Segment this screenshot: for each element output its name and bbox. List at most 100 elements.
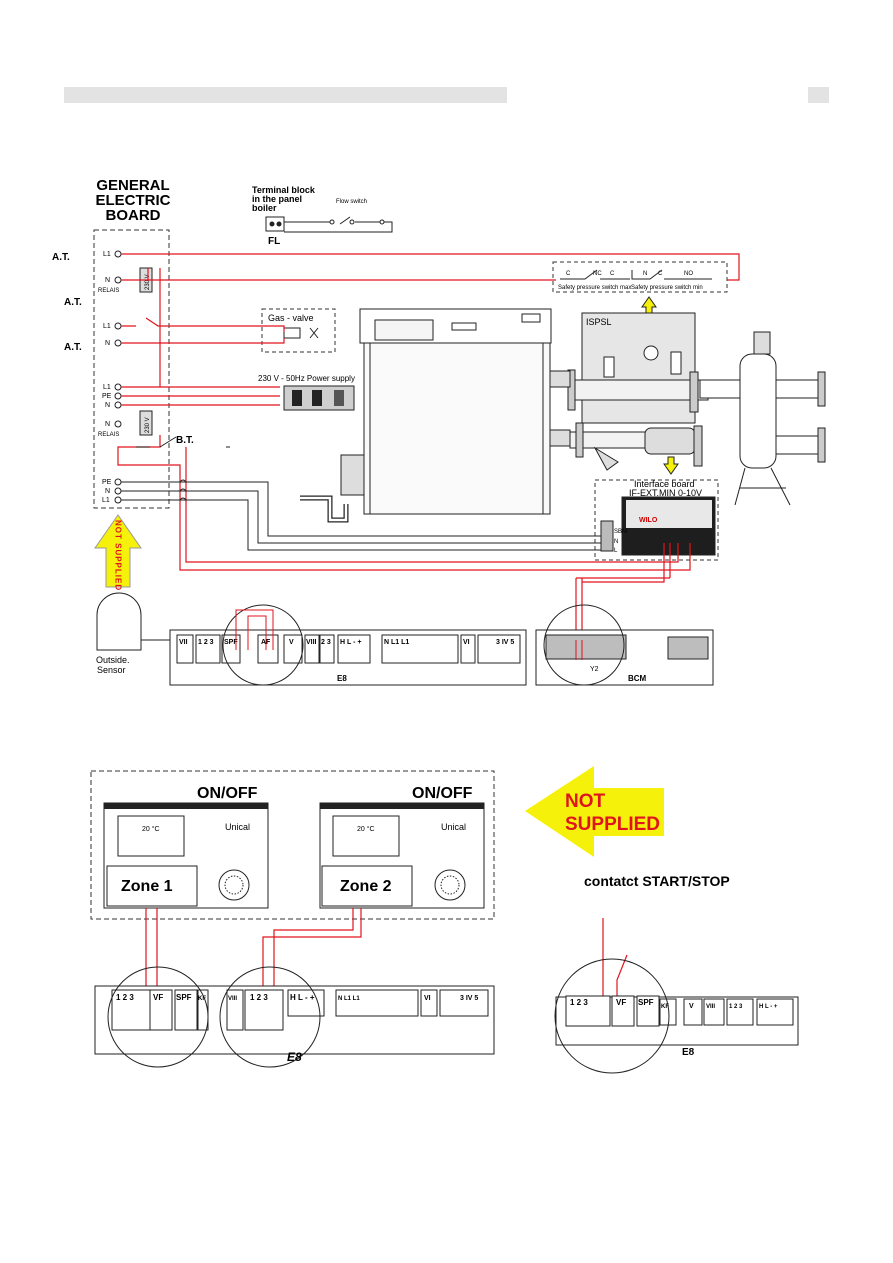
interface-box [594, 479, 719, 561]
not-supplied-vertical-text: NOT SUPPLIED [114, 520, 123, 591]
not-supplied-vertical-arrow: NOT SUPPLIED [94, 514, 142, 591]
e8-bl-block-label: 1 2 3 [250, 993, 268, 1002]
e8-bottom-left-strip: 1 2 3 VF SPF KF VIII 1 2 3 H L - + N L1 … [94, 966, 495, 1068]
e8-top-magnifier [222, 604, 304, 686]
safety-min-label: Safety pressure switch min [631, 285, 703, 291]
e8-bottom-right-strip: 1 2 3 VF SPF KF V VIII 1 2 3 H L - + E8 [554, 958, 799, 1074]
interface-brand: WILO [639, 517, 658, 524]
safety-n: N [643, 271, 647, 277]
interface-board: Interface board IF-EXT.MIN 0-10V WILO L … [594, 479, 719, 561]
switch-contact [349, 219, 355, 225]
terminal-n-c: N [105, 402, 110, 409]
terminal-screw [114, 322, 122, 330]
separator-stand [734, 467, 791, 506]
gas-valve-symbol [309, 327, 319, 339]
arrow-interface-icon [663, 456, 679, 475]
terminal-n-b: N [105, 340, 110, 347]
terminal-block-title-3: boiler [252, 203, 277, 213]
e8-bl-block-label: VI [424, 995, 431, 1002]
dark-wiring [121, 436, 601, 551]
e8-top-block-label: VII [179, 639, 188, 646]
at-label-3: A.T. [64, 342, 82, 353]
ispsl-label: ISPSL [586, 317, 612, 327]
e8-br-block-label: 1 2 3 [570, 998, 588, 1007]
arrow-ispsl-icon [641, 296, 657, 314]
switch-contact [329, 219, 335, 225]
e8-top-blocks: VII 1 2 3 SPF AF V VIII 2 3 H L - + N L1… [176, 634, 521, 664]
power-supply-label: 230 V - 50Hz Power supply [258, 374, 355, 383]
zones-dashed-box [90, 770, 495, 920]
e8-br-block-label: KF [661, 1004, 669, 1010]
e8-bl-magnifier-1 [107, 966, 209, 1068]
e8-br-block-label: 1 2 3 [729, 1004, 743, 1010]
at-label-1: A.T. [52, 252, 70, 263]
bcm-terminal [545, 634, 627, 660]
fl-block [265, 216, 285, 232]
e8-bl-magnifier-2 [219, 966, 321, 1068]
safety-c-1: C [566, 271, 571, 277]
e8-top-block-label: VIII [306, 639, 317, 646]
terminal-screw [114, 478, 122, 486]
not-supplied-line-2: SUPPLIED [565, 814, 660, 835]
e8-top-strip: VII 1 2 3 SPF AF V VIII 2 3 H L - + N L1… [169, 604, 527, 686]
relais-label-a: RELAIS [98, 288, 119, 294]
relais-label-b: RELAIS [98, 432, 119, 438]
interface-side-sbm: SBM [614, 529, 627, 535]
e8-top-block-label: V [289, 639, 294, 646]
pressure-gauge-icon [643, 345, 659, 361]
power-supply-connector: 230 V - 50Hz Power supply [258, 374, 355, 411]
board-title-line-3: BOARD [106, 207, 161, 224]
separator-vent [753, 331, 771, 355]
zone-1-display [117, 815, 185, 857]
pump-body [644, 427, 696, 455]
e8-br-block-label: V [689, 1003, 694, 1010]
zone-2-display-temp: 20 °C [357, 825, 375, 833]
interface-title-2: IF-EXT.MIN 0-10V [629, 488, 702, 498]
flow-switch-label: Flow switch [336, 199, 367, 205]
e8-bl-block-label: 3 IV 5 [460, 995, 478, 1002]
interface-side-n: N [614, 539, 618, 545]
e8-br-label: E8 [682, 1047, 695, 1058]
header-bar-right [808, 87, 829, 103]
safety-c-2: C [610, 271, 615, 277]
boiler-display [451, 322, 477, 331]
terminal-block-title-2: in the panel [252, 194, 302, 204]
relay-230v-a-label: 230 V [145, 274, 151, 290]
zone-2-dial [434, 869, 466, 901]
separator-pipe [699, 379, 741, 399]
bcm-strip: Y2 BCM [535, 604, 714, 686]
e8-br-block-label: VIII [706, 1004, 715, 1010]
flange [817, 427, 826, 463]
terminal-screw [114, 401, 122, 409]
e8-bl-block-label: 1 2 3 [116, 993, 134, 1002]
start-stop-label: contatct START/STOP [584, 873, 730, 889]
zone-1-name: Zone 1 [121, 878, 173, 895]
flow-switch-wire [284, 216, 393, 233]
filter-icon [593, 446, 619, 471]
flange [693, 425, 703, 467]
zones-area: ON/OFF 20 °C Unical Zone 1 ON/OFF 20 °C … [90, 770, 495, 920]
terminal-l1-e: L1 [102, 497, 110, 504]
zone-1-on-off: ON/OFF [197, 785, 258, 802]
boiler [300, 308, 571, 523]
zone-1-controller: ON/OFF 20 °C Unical Zone 1 [103, 785, 269, 909]
fl-code: FL [268, 236, 280, 247]
safety-c-3: C [658, 271, 663, 277]
up-arrow-icon [94, 514, 142, 588]
safety-max-label: Safety pressure switch max [558, 285, 631, 291]
fl-screw [269, 221, 275, 227]
zone-1-brand: Unical [225, 822, 250, 832]
e8-bl-block-label: SPF [176, 993, 192, 1002]
terminal-screw [114, 420, 122, 428]
ispsl-device [603, 356, 615, 378]
terminal-screw [114, 383, 122, 391]
e8-br-block-label: SPF [638, 998, 654, 1007]
zone-1-top-band [104, 803, 268, 809]
separator-pipe [775, 379, 821, 399]
zone-1-display-temp: 20 °C [142, 825, 160, 833]
sensor-body [96, 592, 142, 651]
boiler-pipe-lower [549, 429, 571, 447]
safety-wire [560, 269, 712, 280]
zone-1-dial [218, 869, 250, 901]
